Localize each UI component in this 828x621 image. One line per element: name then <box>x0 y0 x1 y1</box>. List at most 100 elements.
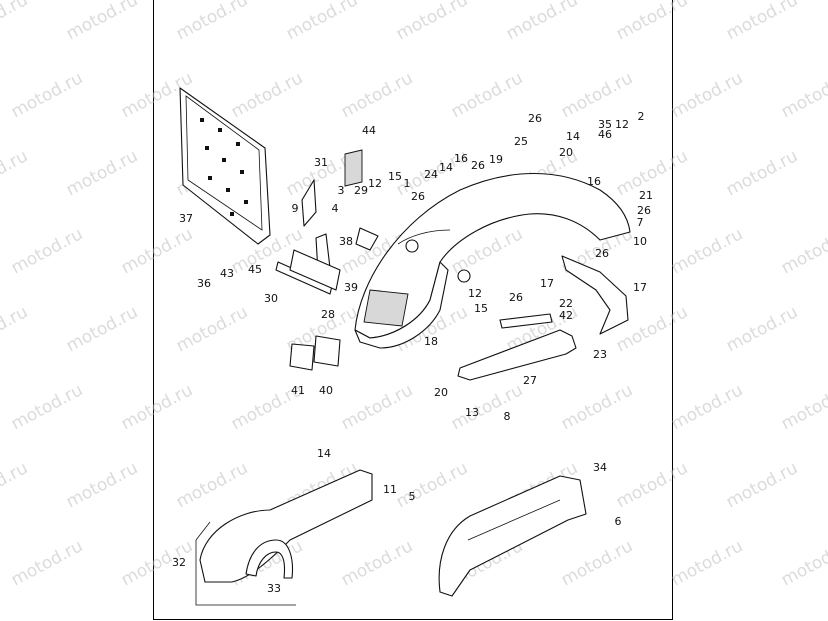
callout-1: 1 <box>404 177 411 190</box>
watermark-text: motod.ru <box>338 536 416 590</box>
callout-12b: 12 <box>368 177 382 190</box>
watermark-text: motod.ru <box>173 0 251 44</box>
part-23 <box>561 255 629 335</box>
watermark-text: motod.ru <box>8 224 86 278</box>
watermark-text: motod.ru <box>778 536 828 590</box>
callout-29: 29 <box>354 184 368 197</box>
callout-3: 3 <box>338 184 345 197</box>
callout-25: 25 <box>514 135 528 148</box>
callout-41: 41 <box>291 384 305 397</box>
watermark-text: motod.ru <box>448 68 526 122</box>
callout-24: 24 <box>424 168 438 181</box>
callout-15b: 15 <box>474 302 488 315</box>
license-plate-bracket <box>179 87 271 245</box>
watermark-text: motod.ru <box>0 458 31 512</box>
callout-17a: 17 <box>633 281 647 294</box>
callout-2: 2 <box>638 110 645 123</box>
callout-17b: 17 <box>540 277 554 290</box>
callout-23: 23 <box>593 348 607 361</box>
callout-14a: 14 <box>566 130 580 143</box>
callout-33: 33 <box>267 582 281 595</box>
watermark-text: motod.ru <box>8 68 86 122</box>
callout-16b: 16 <box>454 152 468 165</box>
callout-14c: 14 <box>317 447 331 460</box>
watermark-text: motod.ru <box>778 68 828 122</box>
watermark-text: motod.ru <box>668 224 746 278</box>
watermark-text: motod.ru <box>283 0 361 44</box>
watermark-text: motod.ru <box>338 380 416 434</box>
callout-22: 22 <box>559 297 573 310</box>
part-41 <box>289 343 315 371</box>
callout-21: 21 <box>639 189 653 202</box>
callout-37: 37 <box>179 212 193 225</box>
callout-9: 9 <box>292 202 299 215</box>
callout-39: 39 <box>344 281 358 294</box>
callout-32: 32 <box>172 556 186 569</box>
callout-26a: 26 <box>528 112 542 125</box>
callout-5: 5 <box>409 490 416 503</box>
watermark-text: motod.ru <box>558 380 636 434</box>
callout-31: 31 <box>314 156 328 169</box>
part-28 <box>289 249 341 291</box>
watermark-text: motod.ru <box>0 146 31 200</box>
callout-8: 8 <box>504 410 511 423</box>
callout-labels: 2124635261420251621267102617172344311512… <box>172 110 653 595</box>
watermark-text: motod.ru <box>63 302 141 356</box>
callout-20b: 20 <box>434 386 448 399</box>
part-44 <box>344 149 363 187</box>
watermark-text: motod.ru <box>8 536 86 590</box>
callout-26b: 26 <box>637 204 651 217</box>
callout-14b: 14 <box>439 161 453 174</box>
watermark-text: motod.ru <box>668 68 746 122</box>
callout-26d: 26 <box>471 159 485 172</box>
watermark-text: motod.ru <box>118 224 196 278</box>
watermark-text: motod.ru <box>668 380 746 434</box>
watermark-text: motod.ru <box>778 380 828 434</box>
callout-46: 46 <box>598 128 612 141</box>
watermark-text: motod.ru <box>668 536 746 590</box>
watermark-text: motod.ru <box>8 380 86 434</box>
callout-16a: 16 <box>587 175 601 188</box>
callout-10: 10 <box>633 235 647 248</box>
support-bar <box>457 329 577 381</box>
watermark-text: motod.ru <box>63 458 141 512</box>
part-22 <box>499 313 553 329</box>
watermark-text: motod.ru <box>558 68 636 122</box>
watermark-text: motod.ru <box>0 302 31 356</box>
belt-guard <box>199 469 373 583</box>
callout-7: 7 <box>637 216 644 229</box>
callout-42: 42 <box>559 309 573 322</box>
callout-26f: 26 <box>509 291 523 304</box>
watermark-text: motod.ru <box>723 302 801 356</box>
rear-fender <box>354 173 631 349</box>
watermark-text: motod.ru <box>558 536 636 590</box>
watermark-text: motod.ru <box>63 0 141 44</box>
part-29 <box>355 227 379 251</box>
watermark-text: motod.ru <box>448 380 526 434</box>
watermark-text: motod.ru <box>503 0 581 44</box>
callout-28: 28 <box>321 308 335 321</box>
callout-40: 40 <box>319 384 333 397</box>
callout-4: 4 <box>332 202 339 215</box>
part-40 <box>313 335 341 367</box>
callout-34: 34 <box>593 461 607 474</box>
callout-36: 36 <box>197 277 211 290</box>
watermark-text: motod.ru <box>0 0 31 44</box>
callout-19: 19 <box>489 153 503 166</box>
watermark-text: motod.ru <box>723 146 801 200</box>
callout-18: 18 <box>424 335 438 348</box>
bracket-line-32b <box>195 521 211 541</box>
watermark-text: motod.ru <box>723 458 801 512</box>
callout-12c: 12 <box>468 287 482 300</box>
watermark-text: motod.ru <box>613 458 691 512</box>
callout-26c: 26 <box>595 247 609 260</box>
watermark-text: motod.ru <box>778 224 828 278</box>
callout-6: 6 <box>615 515 622 528</box>
part-31 <box>301 179 317 227</box>
watermark-text: motod.ru <box>228 68 306 122</box>
callout-15a: 15 <box>388 170 402 183</box>
chain-cover <box>438 475 587 597</box>
callout-35: 35 <box>598 118 612 131</box>
watermark-text: motod.ru <box>723 0 801 44</box>
